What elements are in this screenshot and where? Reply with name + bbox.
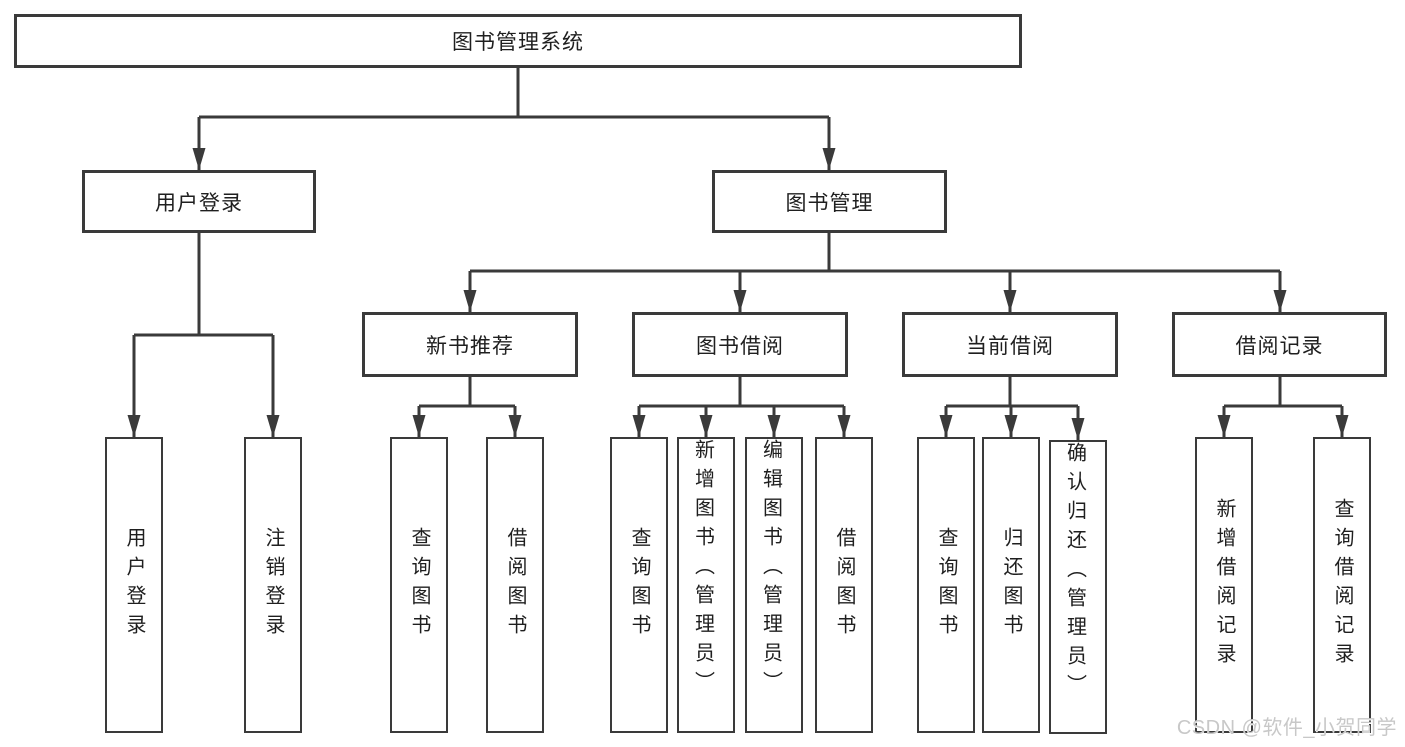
leaf-add-books-admin-label: 新增图书（管理员） [691, 439, 714, 700]
leaf-add-borrow-record-label: 新增借阅记录 [1213, 498, 1235, 672]
node-book-borrow: 图书借阅 [632, 312, 848, 377]
leaf-return-books-label: 归还图书 [1000, 527, 1022, 643]
leaf-confirm-return-admin: 确认归还（管理员） [1049, 440, 1107, 734]
leaf-user-login: 用户登录 [105, 437, 163, 733]
leaf-logout: 注销登录 [244, 437, 302, 733]
leaf-add-borrow-record: 新增借阅记录 [1195, 437, 1253, 733]
leaf-return-books: 归还图书 [982, 437, 1040, 733]
leaf-edit-books-admin: 编辑图书（管理员） [745, 437, 803, 733]
leaf-confirm-return-admin-label: 确认归还（管理员） [1063, 442, 1086, 703]
leaf-borrow-query-books-label: 查询图书 [628, 527, 650, 643]
leaf-newbooks-query-books: 查询图书 [390, 437, 448, 733]
leaf-user-login-label: 用户登录 [123, 527, 145, 643]
leaf-edit-books-admin-label: 编辑图书（管理员） [759, 439, 782, 700]
node-borrow-records: 借阅记录 [1172, 312, 1387, 377]
node-root-label: 图书管理系统 [452, 31, 584, 54]
leaf-logout-label: 注销登录 [262, 527, 284, 643]
node-current-borrow: 当前借阅 [902, 312, 1118, 377]
csdn-watermark: CSDN @软件_小贺同学 [1176, 717, 1397, 739]
leaf-current-query-books-label: 查询图书 [935, 527, 957, 643]
leaf-newbooks-borrow-books: 借阅图书 [486, 437, 544, 733]
node-new-book-recommend: 新书推荐 [362, 312, 578, 377]
leaf-query-borrow-record-label: 查询借阅记录 [1331, 498, 1353, 672]
leaf-newbooks-query-books-label: 查询图书 [408, 527, 430, 643]
node-root: 图书管理系统 [14, 14, 1022, 68]
node-book-management-label: 图书管理 [785, 191, 874, 215]
leaf-current-query-books: 查询图书 [917, 437, 975, 733]
node-user-login-label: 用户登录 [155, 191, 243, 215]
leaf-add-books-admin: 新增图书（管理员） [677, 437, 735, 733]
node-book-borrow-label: 图书借阅 [696, 334, 784, 358]
leaf-query-borrow-record: 查询借阅记录 [1313, 437, 1371, 733]
leaf-newbooks-borrow-books-label: 借阅图书 [504, 527, 526, 643]
leaf-borrow-borrow-books-label: 借阅图书 [833, 527, 855, 643]
node-borrow-records-label: 借阅记录 [1235, 334, 1324, 358]
leaf-borrow-borrow-books: 借阅图书 [815, 437, 873, 733]
node-current-borrow-label: 当前借阅 [966, 334, 1054, 358]
node-new-book-recommend-label: 新书推荐 [426, 334, 514, 358]
node-user-login-branch: 用户登录 [82, 170, 316, 233]
node-book-management-branch: 图书管理 [712, 170, 947, 233]
leaf-borrow-query-books: 查询图书 [610, 437, 668, 733]
